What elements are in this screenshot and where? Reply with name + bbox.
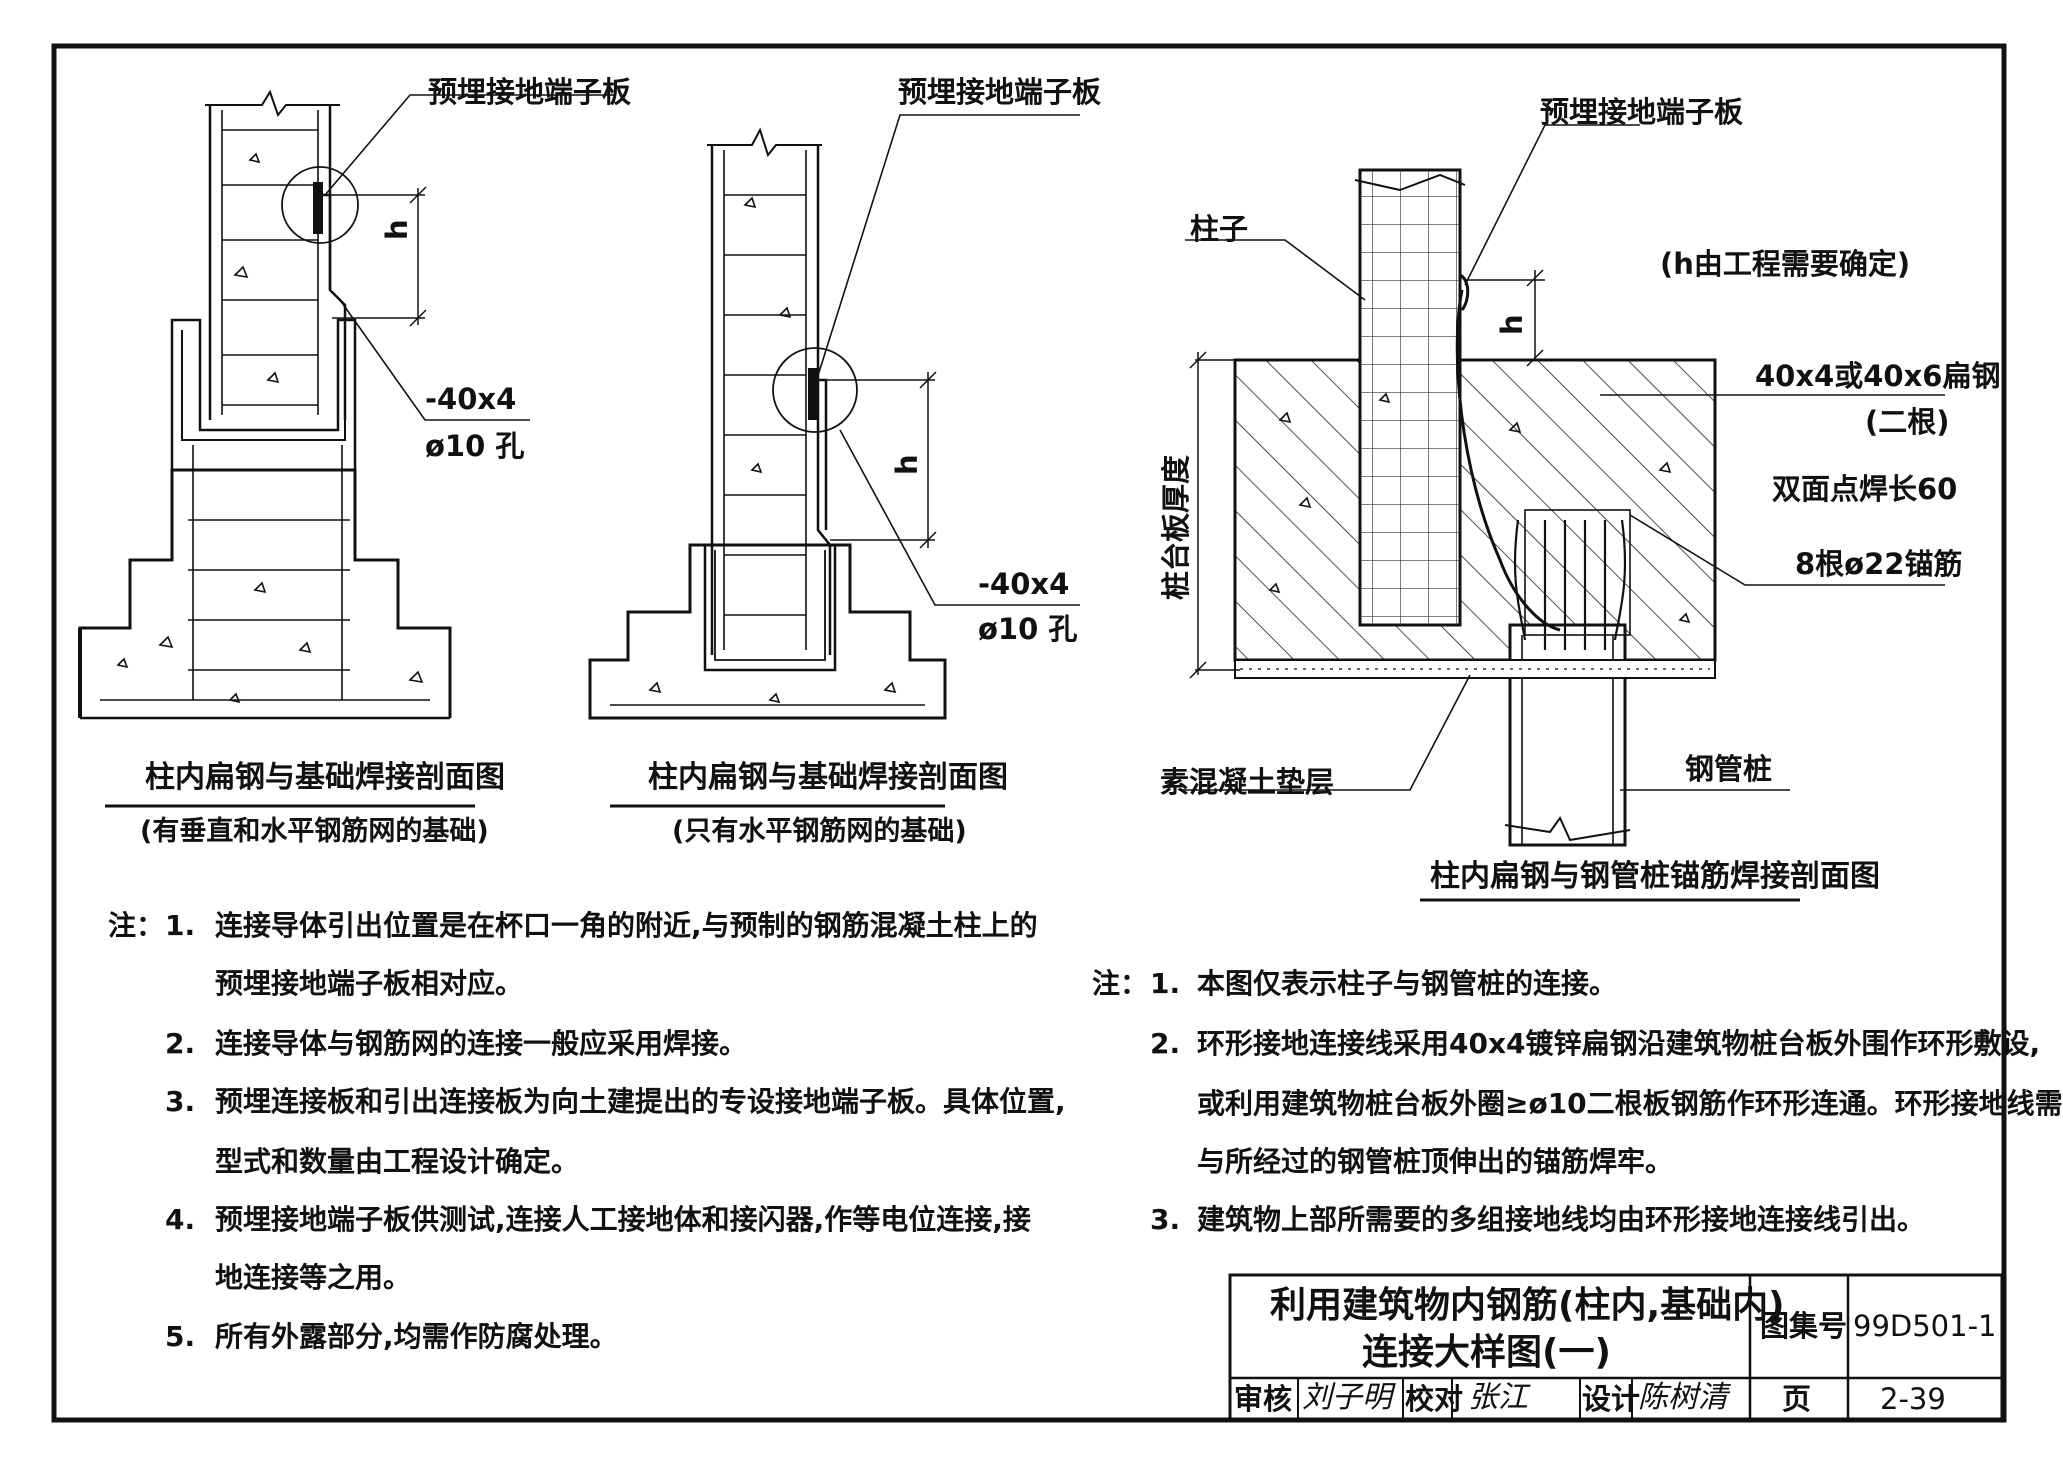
review-label: 审核 (1234, 1382, 1293, 1416)
note-right-3-num: 3. (1150, 1203, 1181, 1236)
note-left-3-line-1: 预埋连接板和引出连接板为向土建提出的专设接地端子板。具体位置, (215, 1085, 1066, 1118)
fig3-flat-steel-label: 40x4或40x6扁钢 (1755, 359, 2001, 393)
note-left-5-num: 5. (165, 1320, 196, 1353)
fig3-h-label: h (1495, 314, 1529, 335)
note-left-4-line-2: 地连接等之用。 (215, 1261, 412, 1294)
notes-right-prefix: 注： (1092, 967, 1149, 1000)
note-right-2-num: 2. (1150, 1027, 1181, 1060)
fig3-cap-thickness-label: 桩台板厚度 (1159, 454, 1193, 600)
atlas-number: 99D501-1 (1853, 1309, 1997, 1343)
note-left-2-line-1: 连接导体与钢筋网的连接一般应采用焊接。 (215, 1027, 748, 1060)
fig3-cushion-label: 素混凝土垫层 (1160, 765, 1335, 799)
design-label: 设计 (1582, 1382, 1641, 1416)
title-block-frame (1228, 1273, 2004, 1422)
note-right-1-line-1: 本图仅表示柱子与钢管桩的连接。 (1197, 967, 1618, 1000)
fig3-anchor-label: 8根ø22锚筋 (1795, 547, 1963, 581)
note-left-4-num: 4. (165, 1203, 196, 1236)
note-left-1-num: 1. (165, 909, 196, 942)
fig3-flat-steel-qty: (二根) (1865, 405, 1950, 439)
page-number: 2-39 (1880, 1382, 1946, 1416)
note-left-4-line-1: 预埋接地端子板供测试,连接人工接地体和接闪器,作等电位连接,接 (215, 1203, 1031, 1236)
fig3-h-note: (h由工程需要确定) (1660, 247, 1911, 281)
sheet-border (51, 43, 2007, 1423)
fig2-h-label: h (890, 454, 924, 475)
fig1-bar-label: -40x4 (425, 382, 517, 416)
note-left-1-line-2: 预埋接地端子板相对应。 (215, 967, 524, 1000)
notes-left-prefix: 注： (108, 909, 165, 942)
fig3-pile-label: 钢管桩 (1685, 752, 1773, 786)
title-line-2: 连接大样图(一) (1362, 1332, 1611, 1373)
check-label: 校对 (1405, 1382, 1464, 1416)
fig1-caption: 柱内扁钢与基础焊接剖面图 (145, 760, 505, 795)
fig3-column-label: 柱子 (1190, 212, 1249, 246)
note-right-2-line-1: 环形接地连接线采用40x4镀锌扁钢沿建筑物桩台板外围作环形敷设, (1197, 1027, 2041, 1060)
figure-3-steel-pile-connection (1180, 124, 1945, 902)
note-right-1-num: 1. (1150, 967, 1181, 1000)
note-left-3-line-2: 型式和数量由工程设计确定。 (215, 1145, 580, 1178)
fig1-subcaption: (有垂直和水平钢筋网的基础) (140, 816, 489, 847)
fig3-weld-label: 双面点焊长60 (1772, 472, 1958, 506)
page-label: 页 (1782, 1382, 1812, 1416)
note-left-3-num: 3. (165, 1085, 196, 1118)
fig2-bar-label: -40x4 (978, 567, 1070, 601)
fig1-callout-label: 预埋接地端子板 (428, 75, 632, 109)
review-signature: 刘子明 (1302, 1380, 1392, 1415)
figure-1-section-vertical-horizontal-mesh (78, 89, 615, 808)
note-left-1-line-1: 连接导体引出位置是在杯口一角的附近,与预制的钢筋混凝土柱上的 (215, 909, 1038, 942)
fig2-hole-label: ø10 孔 (978, 612, 1078, 646)
note-left-5-line-1: 所有外露部分,均需作防腐处理。 (215, 1320, 618, 1353)
note-right-3-line-1: 建筑物上部所需要的多组接地线均由环形接地连接线引出。 (1197, 1203, 1926, 1236)
atlas-label: 图集号 (1760, 1309, 1848, 1343)
figure-2-section-horizontal-mesh (588, 114, 1080, 808)
check-signature: 张江 (1468, 1380, 1528, 1415)
fig3-callout-label: 预埋接地端子板 (1540, 95, 1744, 129)
design-signature: 陈树清 (1638, 1380, 1728, 1415)
fig2-callout-label: 预埋接地端子板 (898, 75, 1102, 109)
fig2-caption: 柱内扁钢与基础焊接剖面图 (648, 760, 1008, 795)
title-line-1: 利用建筑物内钢筋(柱内,基础内) (1270, 1285, 1785, 1326)
fig1-h-label: h (380, 219, 414, 240)
fig3-caption: 柱内扁钢与钢管桩锚筋焊接剖面图 (1430, 859, 1880, 894)
note-right-2-line-3: 与所经过的钢管桩顶伸出的锚筋焊牢。 (1197, 1145, 1674, 1178)
fig2-subcaption: (只有水平钢筋网的基础) (672, 816, 967, 847)
note-right-2-line-2: 或利用建筑物桩台板外圈≥ø10二根板钢筋作环形连通。环形接地线需 (1197, 1087, 2063, 1120)
fig1-hole-label: ø10 孔 (425, 429, 525, 463)
note-left-2-num: 2. (165, 1027, 196, 1060)
